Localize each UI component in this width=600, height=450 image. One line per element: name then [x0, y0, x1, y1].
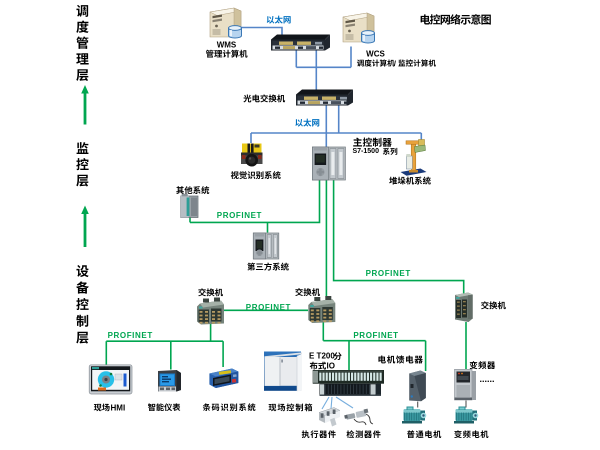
svg-text:HMI: HMI	[111, 404, 126, 413]
svg-text:PROFINET: PROFINET	[353, 331, 398, 340]
svg-text:PROFINET: PROFINET	[108, 331, 153, 340]
svg-text:/: /	[394, 59, 397, 68]
svg-text:E T200: E T200	[309, 352, 335, 361]
svg-text:IO: IO	[327, 362, 335, 371]
svg-text:WMS: WMS	[217, 40, 237, 49]
svg-text:WCS: WCS	[366, 50, 385, 59]
svg-text:PROFINET: PROFINET	[217, 211, 262, 220]
svg-text:PROFINET: PROFINET	[246, 303, 291, 312]
svg-text:S7-1500: S7-1500	[353, 148, 380, 155]
svg-text:PROFINET: PROFINET	[366, 269, 411, 278]
svg-text:......: ......	[479, 374, 494, 384]
